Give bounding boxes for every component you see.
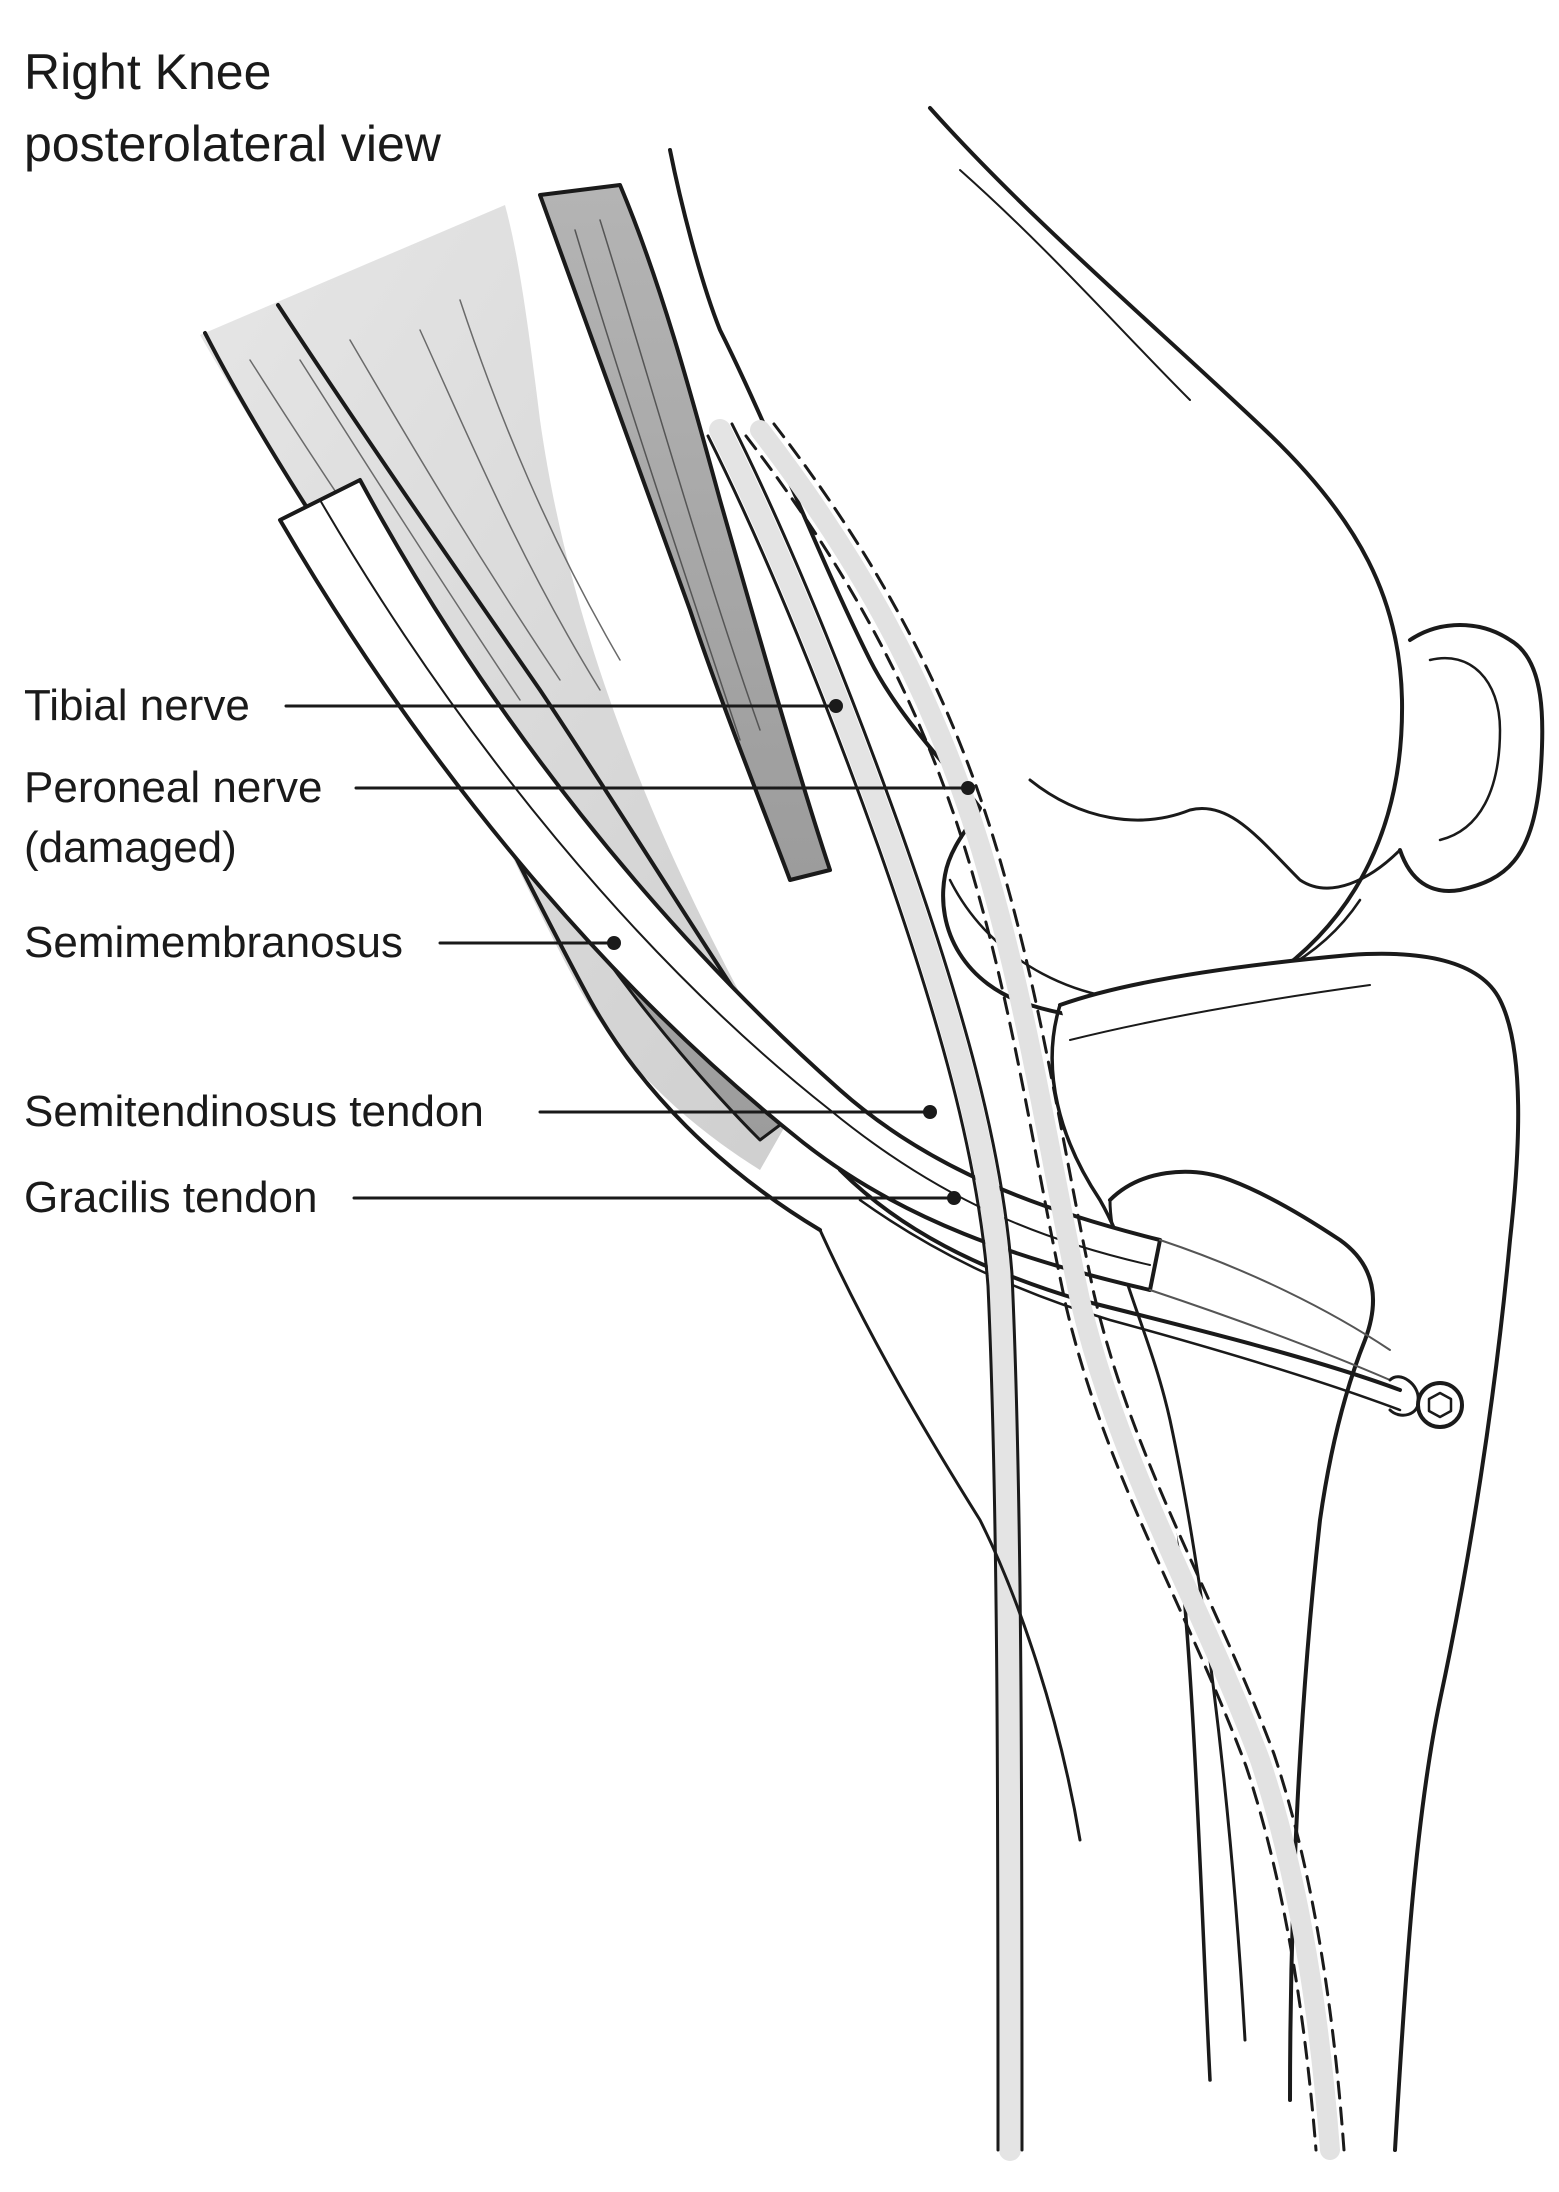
label-peroneal-nerve-line1: Peroneal nerve <box>24 758 322 818</box>
label-semitendinosus-tendon: Semitendinosus tendon <box>24 1082 484 1142</box>
calf-contour <box>820 1230 1080 1840</box>
figure-title-line2: posterolateral view <box>24 108 441 180</box>
label-semimembranosus: Semimembranosus <box>24 913 403 973</box>
label-peroneal-nerve-line2: (damaged) <box>24 818 322 878</box>
label-tibial-nerve: Tibial nerve <box>24 676 250 736</box>
label-gracilis-tendon: Gracilis tendon <box>24 1168 317 1228</box>
figure-title-line1: Right Knee <box>24 36 441 108</box>
screw-head <box>1418 1383 1462 1427</box>
figure-title: Right Knee posterolateral view <box>24 36 441 180</box>
label-peroneal-nerve: Peroneal nerve (damaged) <box>24 758 322 878</box>
